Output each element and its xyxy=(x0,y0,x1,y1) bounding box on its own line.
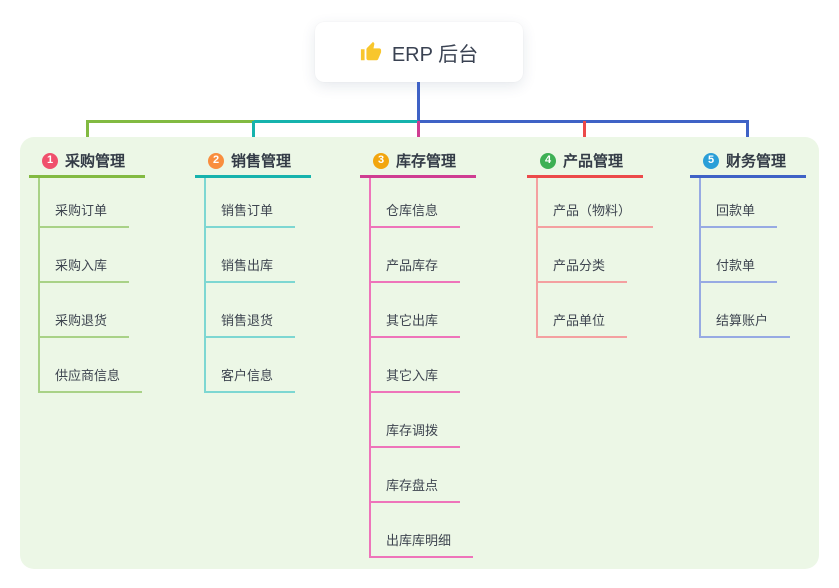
branch-node-sales[interactable]: 2 销售管理 xyxy=(195,146,311,178)
branch-number-badge: 5 xyxy=(703,152,719,169)
thumbs-up-icon xyxy=(360,41,381,61)
child-node[interactable]: 采购订单 xyxy=(40,178,130,228)
branch-node-product[interactable]: 4 产品管理 xyxy=(527,146,643,178)
branch-label: 库存管理 xyxy=(396,153,457,170)
child-node[interactable]: 其它出库 xyxy=(371,283,461,338)
bus-segment-2 xyxy=(254,120,418,123)
child-node[interactable]: 库存盘点 xyxy=(371,448,461,503)
branch-node-inventory[interactable]: 3 库存管理 xyxy=(360,146,476,178)
child-node[interactable]: 付款单 xyxy=(701,228,778,283)
child-node[interactable]: 出库库明细 xyxy=(371,503,474,558)
branch-node-purchase[interactable]: 1 采购管理 xyxy=(29,146,145,178)
child-node[interactable]: 其它入库 xyxy=(371,338,461,393)
branch-children-finance: 回款单 付款单 结算账户 xyxy=(699,178,791,338)
branch-drop-4 xyxy=(583,121,586,148)
child-node[interactable]: 结算账户 xyxy=(701,283,791,338)
root-label: ERP 后台 xyxy=(391,43,479,66)
branch-label: 采购管理 xyxy=(65,153,126,170)
branch-children-purchase: 采购订单 采购入库 采购退货 供应商信息 xyxy=(38,178,143,393)
branch-children-inventory: 仓库信息 产品库存 其它出库 其它入库 库存调拨 库存盘点 出库库明细 xyxy=(369,178,474,558)
branch-label: 销售管理 xyxy=(231,153,292,170)
branch-label: 产品管理 xyxy=(563,153,624,170)
child-node[interactable]: 客户信息 xyxy=(206,338,296,393)
child-node[interactable]: 产品库存 xyxy=(371,228,461,283)
branch-number-badge: 3 xyxy=(373,152,389,169)
branch-number-badge: 1 xyxy=(42,152,58,169)
branch-label: 财务管理 xyxy=(726,153,787,170)
child-node[interactable]: 库存调拨 xyxy=(371,393,461,448)
child-node[interactable]: 回款单 xyxy=(701,178,778,228)
child-node[interactable]: 采购入库 xyxy=(40,228,130,283)
root-trunk-line xyxy=(417,82,420,122)
branch-number-badge: 2 xyxy=(208,152,224,169)
branches-panel xyxy=(20,137,819,569)
child-node[interactable]: 仓库信息 xyxy=(371,178,461,228)
child-node[interactable]: 销售订单 xyxy=(206,178,296,228)
bus-segment-1 xyxy=(86,120,254,123)
branch-number-badge: 4 xyxy=(540,152,556,169)
branch-drop-5 xyxy=(746,121,749,148)
child-node[interactable]: 销售出库 xyxy=(206,228,296,283)
branch-children-sales: 销售订单 销售出库 销售退货 客户信息 xyxy=(204,178,296,393)
root-node[interactable]: ERP 后台 xyxy=(315,22,523,82)
child-node[interactable]: 采购退货 xyxy=(40,283,130,338)
child-node[interactable]: 产品分类 xyxy=(538,228,628,283)
branch-node-finance[interactable]: 5 财务管理 xyxy=(690,146,806,178)
child-node[interactable]: 产品（物料） xyxy=(538,178,654,228)
child-node[interactable]: 产品单位 xyxy=(538,283,628,338)
branch-drop-2 xyxy=(252,121,255,148)
child-node[interactable]: 供应商信息 xyxy=(40,338,143,393)
branch-drop-3 xyxy=(417,121,420,148)
branch-children-product: 产品（物料） 产品分类 产品单位 xyxy=(536,178,654,338)
branch-drop-1 xyxy=(86,121,89,148)
child-node[interactable]: 销售退货 xyxy=(206,283,296,338)
